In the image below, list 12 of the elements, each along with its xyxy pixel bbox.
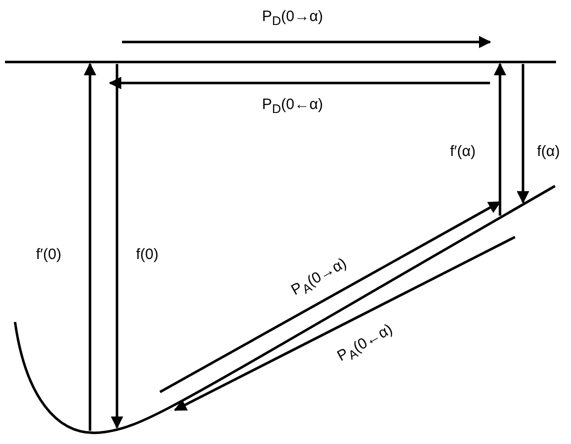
arrow [494, 62, 506, 216]
arrow [84, 62, 96, 431]
arrow [110, 64, 124, 429]
edge-label: f′(0) [36, 246, 62, 263]
horizontal-line [5, 60, 556, 64]
edge-label: f(α) [537, 143, 560, 160]
arrow [516, 64, 530, 204]
potential-curve [14, 184, 556, 434]
edge-label: f′(α) [450, 143, 476, 160]
arrow-label: P$_{D}$(0←α) [262, 96, 324, 118]
edge-label: f(0) [136, 246, 158, 263]
arrow-label: P$_{D}$(0→α) [262, 8, 324, 30]
